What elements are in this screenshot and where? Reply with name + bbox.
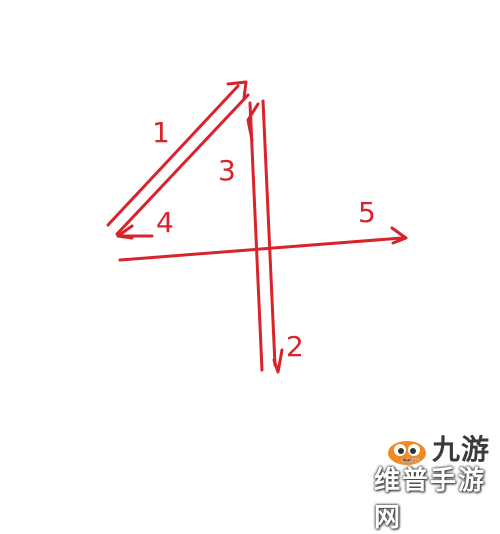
stroke-order-diagram: 1 2 3 4 5 九游 .com 维普手游网 [106,80,491,533]
stroke-3 [246,102,260,142]
stroke-number-2: 2 [286,330,304,363]
stroke-number-5: 5 [358,196,376,229]
stroke-number-3: 3 [218,154,236,187]
stroke-number-1: 1 [152,116,170,149]
watermark-url: .com [398,456,421,466]
watermark-brand: 九游 [432,433,491,466]
watermark-site-name: 维普手游网 [374,466,487,533]
stroke-1 [106,80,250,236]
stroke-number-4: 4 [156,206,174,239]
stroke-2 [248,99,284,374]
mascot-logo-icon [388,441,426,465]
stroke-4 [116,224,154,240]
stroke-5 [118,226,408,262]
digit-four-strokes: 1 2 3 4 5 [106,80,408,374]
